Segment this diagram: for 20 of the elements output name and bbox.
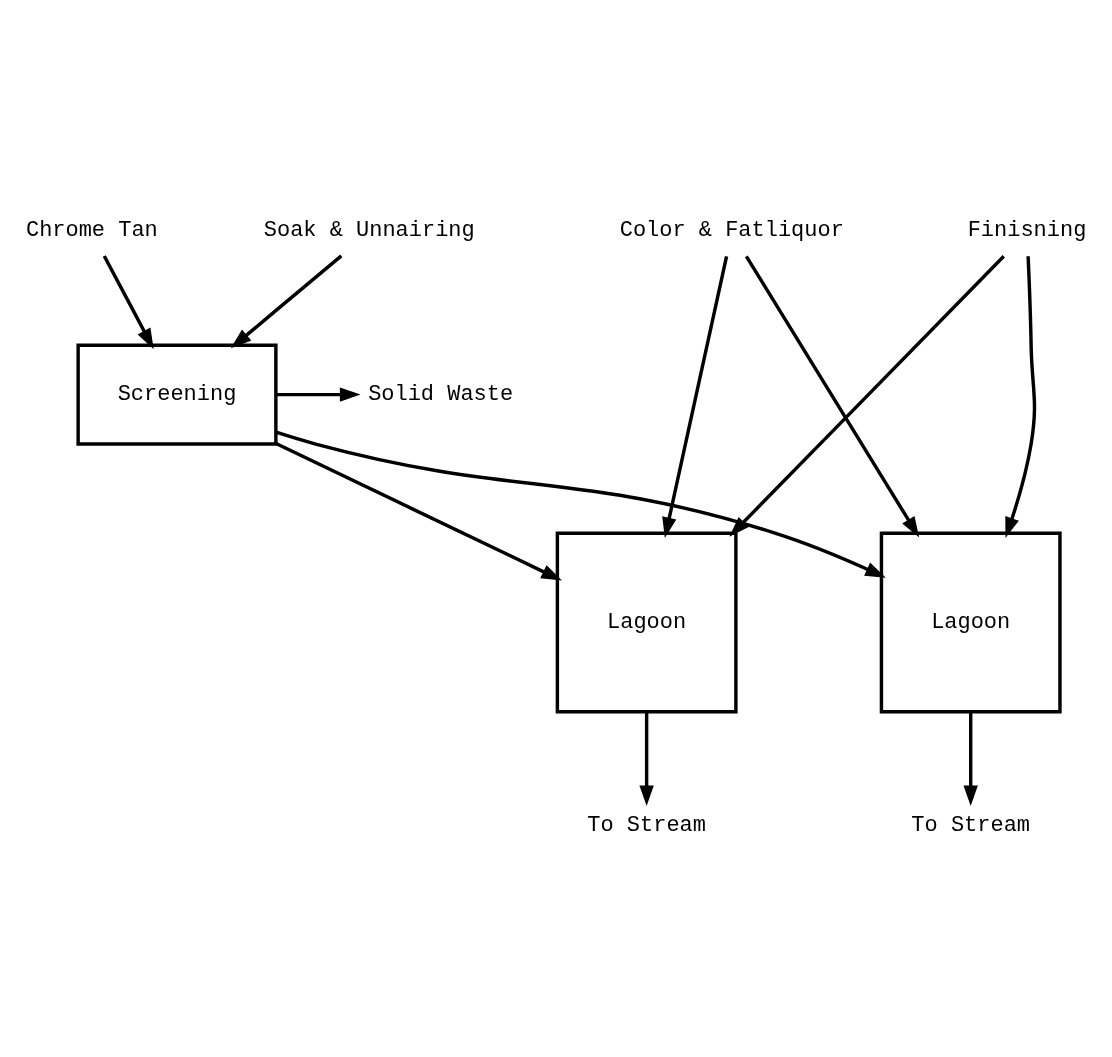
node-text: Solid Waste bbox=[368, 381, 514, 407]
node-box: Screening bbox=[76, 343, 278, 446]
arrow bbox=[963, 711, 978, 807]
arrow bbox=[1005, 256, 1037, 538]
node-text: Color & Fatliquor bbox=[619, 218, 844, 244]
arrow bbox=[275, 441, 562, 581]
node-text: Chrome Tan bbox=[25, 218, 158, 244]
arrow bbox=[102, 255, 154, 350]
node-text: To Stream bbox=[911, 813, 1031, 839]
node-text: To Stream bbox=[587, 813, 706, 839]
arrow bbox=[639, 711, 654, 807]
arrow bbox=[744, 255, 920, 538]
arrow bbox=[662, 255, 729, 539]
arrow bbox=[230, 254, 343, 349]
arrow bbox=[275, 430, 886, 578]
node-text: Finisning bbox=[967, 218, 1087, 244]
node-text: Soak & Unnairing bbox=[263, 218, 475, 244]
node-box: Lagoon bbox=[555, 531, 738, 714]
node-box: Lagoon bbox=[879, 531, 1062, 714]
arrow bbox=[276, 387, 361, 402]
